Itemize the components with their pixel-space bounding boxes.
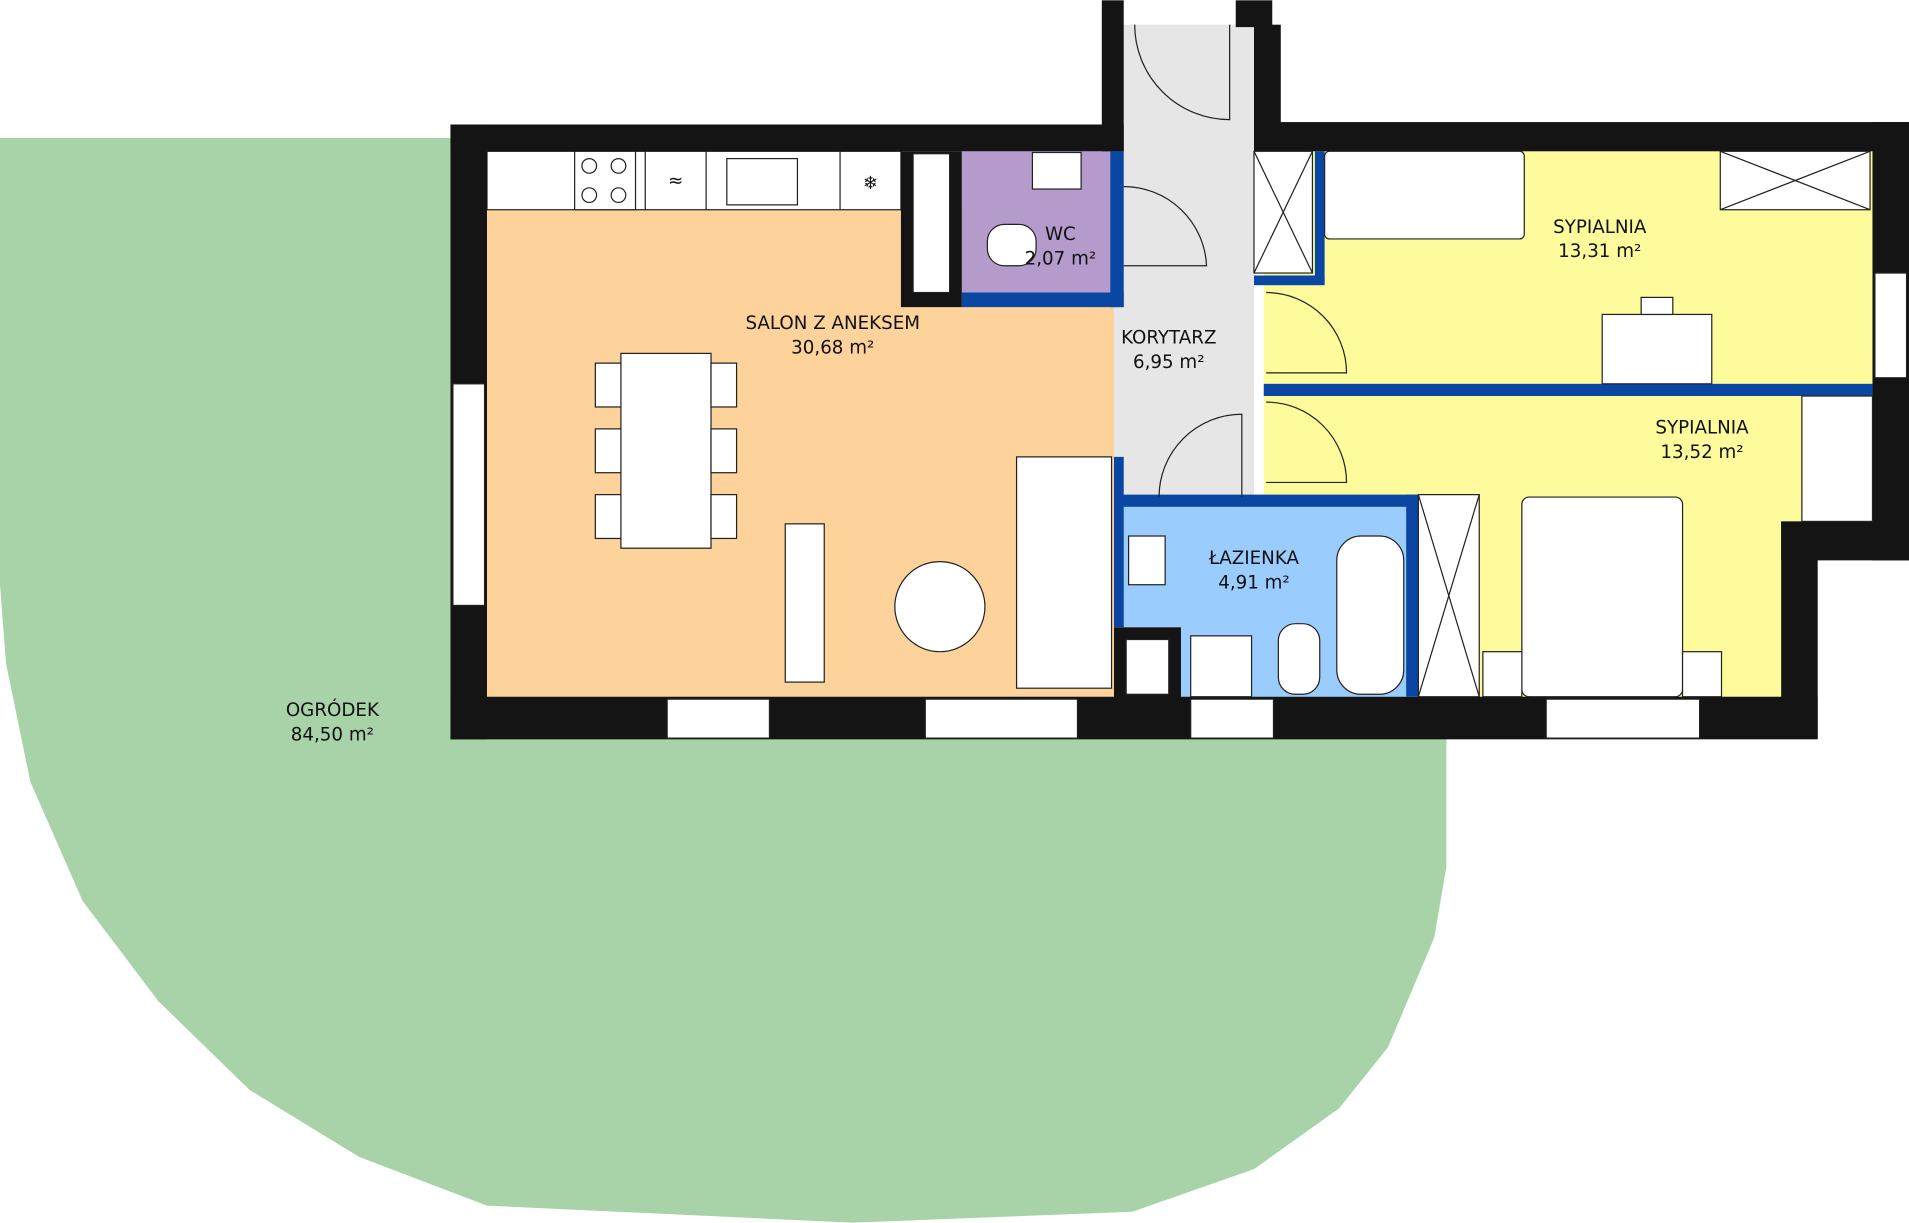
room-area-ogrodek: 84,50 m² [291, 725, 374, 746]
room-area-salon: 30,68 m² [791, 337, 874, 358]
fridge-icon: ❄ [863, 173, 878, 194]
room-name-ogrodek: OGRÓDEK [286, 699, 380, 721]
room-area-lazienka: 4,91 m² [1218, 572, 1290, 593]
room-area-wc: 2,07 m² [1025, 249, 1097, 270]
room-name-korytarz: KORYTARZ [1121, 328, 1216, 349]
kitchen-counter [486, 150, 902, 211]
partition-walls [961, 151, 1873, 697]
room-area-sypialnia-2: 13,52 m² [1660, 442, 1743, 463]
room-area-korytarz: 6,95 m² [1133, 352, 1205, 373]
garden-area [0, 137, 1447, 1223]
room-name-lazienka: ŁAZIENKA [1208, 548, 1299, 569]
windows [452, 272, 1908, 739]
room-name-sypialnia-2: SYPIALNIA [1655, 418, 1749, 439]
sink [726, 157, 799, 206]
room-name-salon: SALON Z ANEKSEM [745, 313, 920, 334]
furniture [594, 150, 1874, 698]
room-name-sypialnia-1: SYPIALNIA [1553, 217, 1647, 238]
room-area-sypialnia-1: 13,31 m² [1558, 241, 1641, 262]
room-name-wc: WC [1045, 224, 1076, 245]
doors [1123, 24, 1348, 498]
room-korytarz-fill [1113, 24, 1254, 500]
dishwasher-icon: ≈ [668, 171, 683, 192]
cooktop [574, 150, 637, 211]
